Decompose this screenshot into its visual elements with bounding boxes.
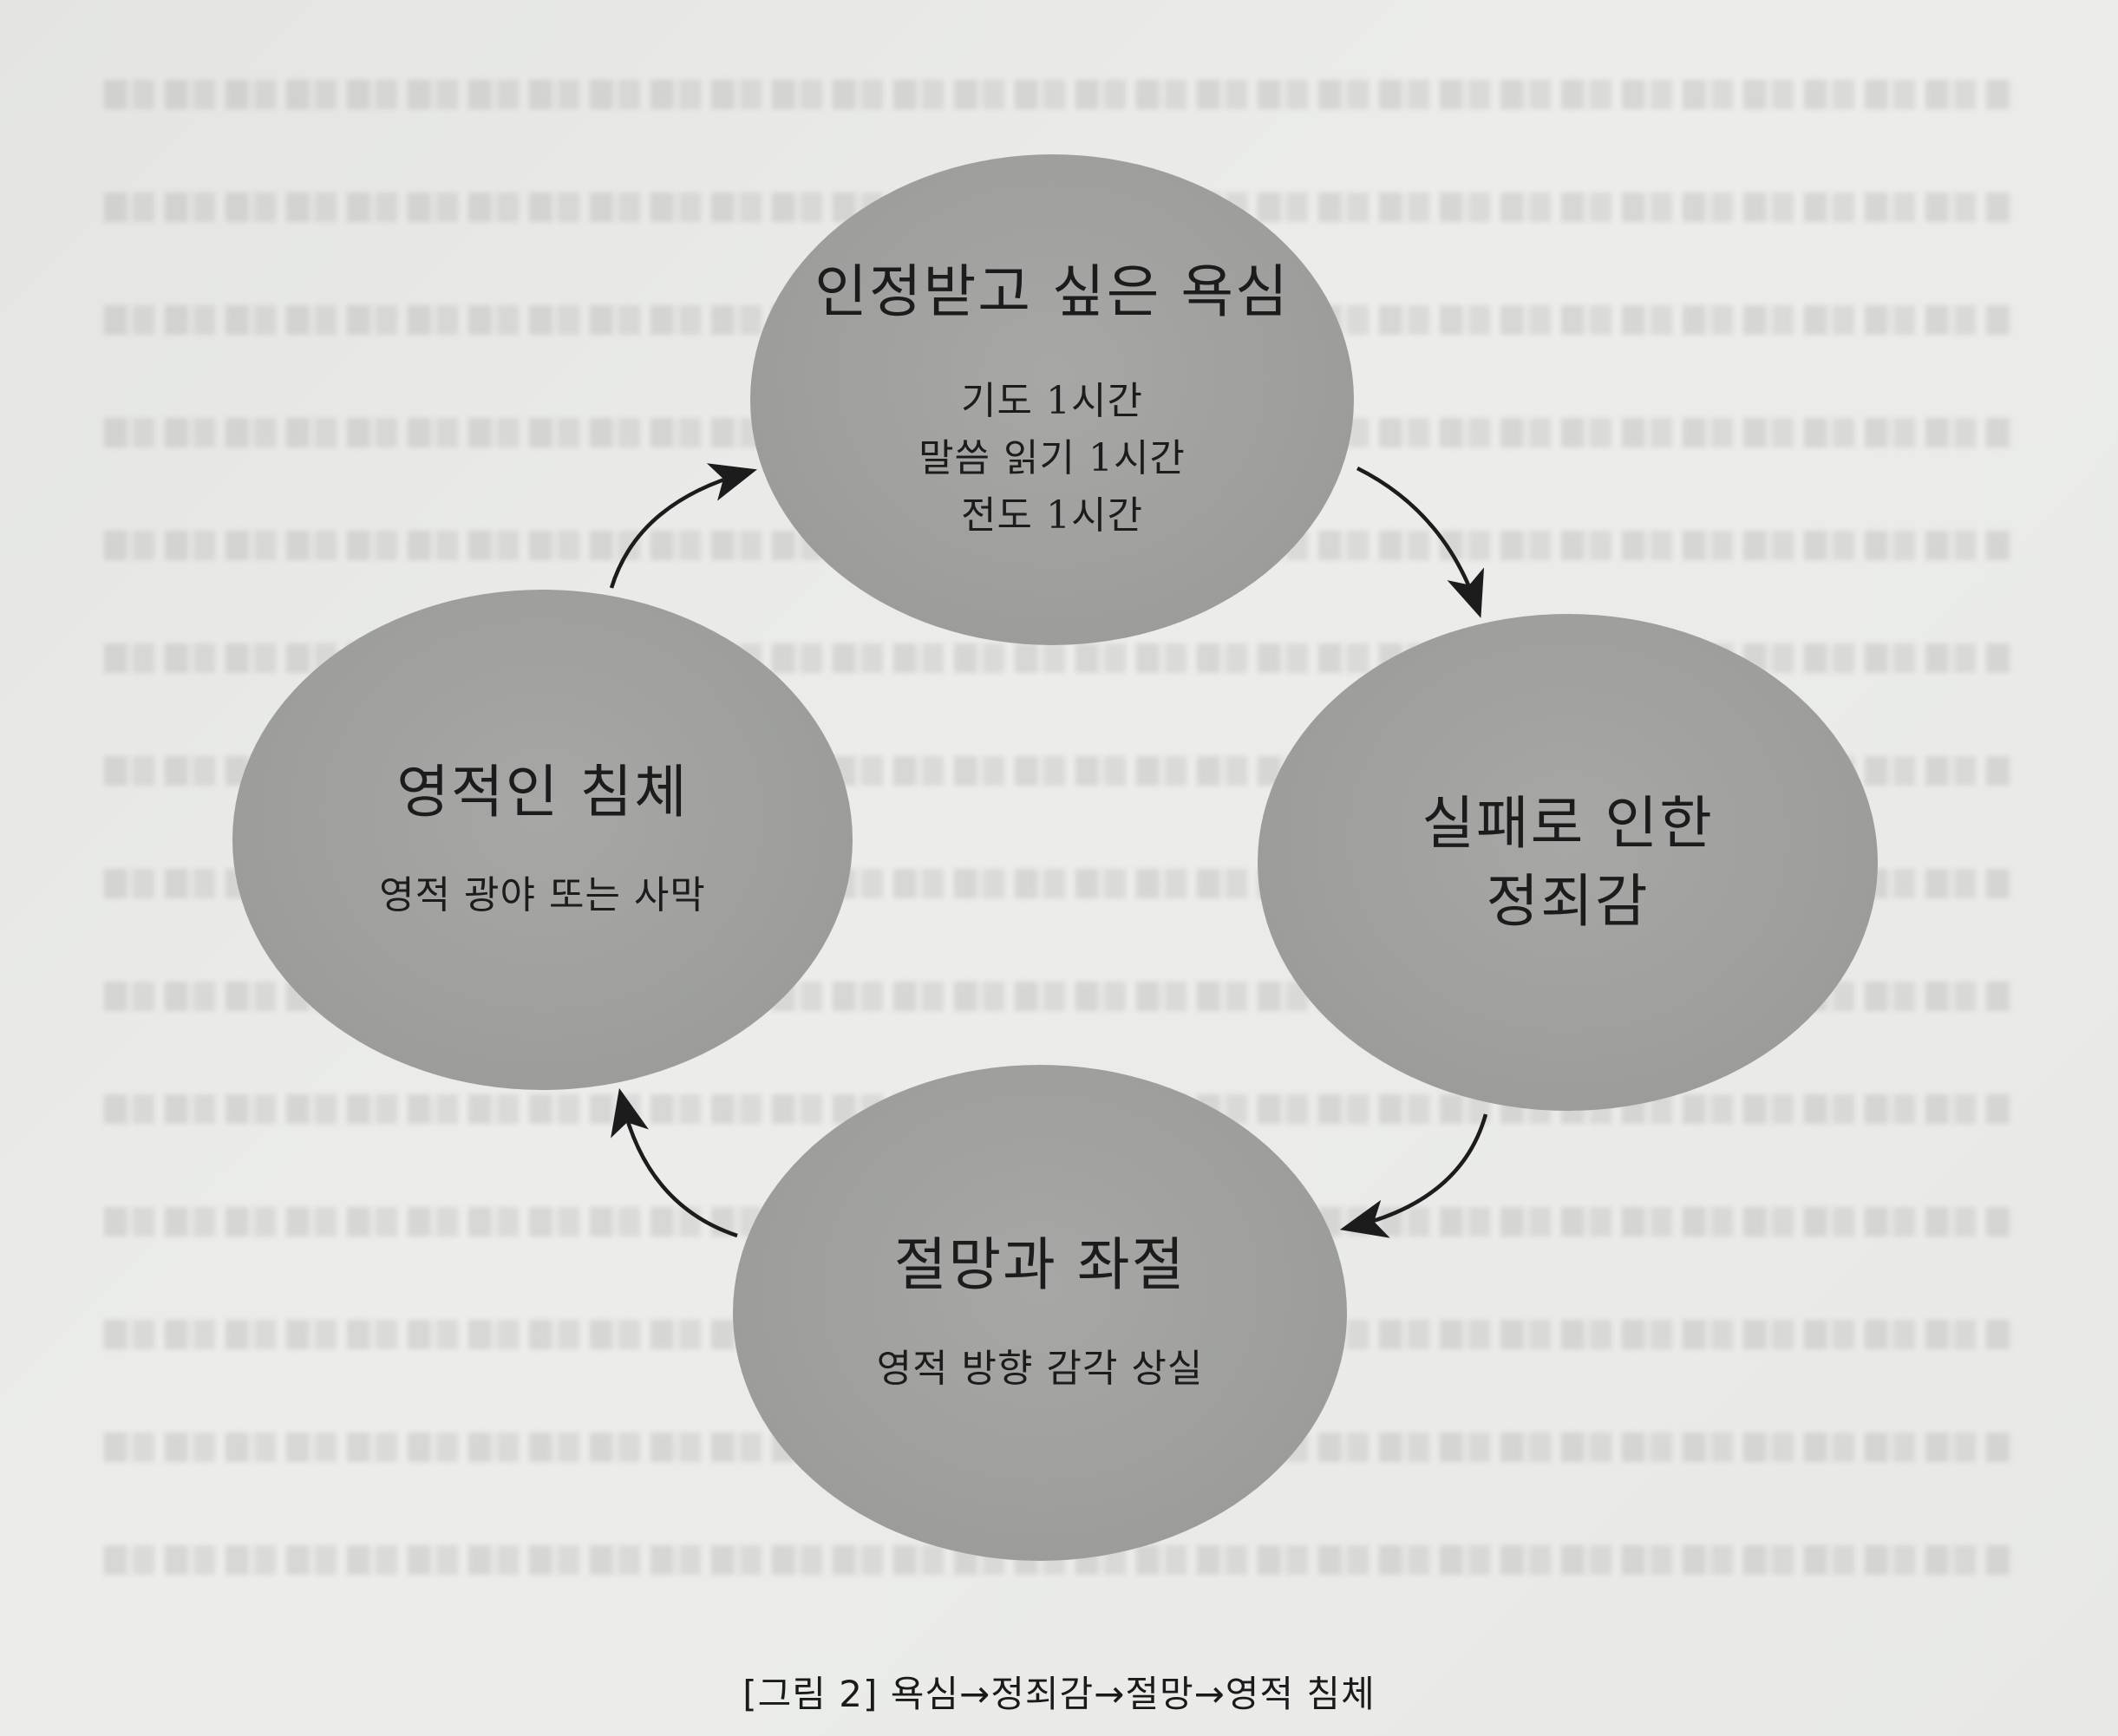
arrow-bottom-to-left: [611, 1087, 738, 1238]
node-desire-title: 인정받고 싶은 욕심: [814, 258, 1290, 326]
bleed-through-line: [104, 80, 2012, 109]
node-despair-title: 절망과 좌절: [893, 1231, 1186, 1299]
arrow-top-to-right: [1356, 466, 1485, 618]
node-despair: 절망과 좌절 영적 방향 감각 상실: [733, 1065, 1347, 1561]
node-despair-detail: 영적 방향 감각 상실: [876, 1346, 1204, 1391]
arrow-right-to-bottom: [1339, 1113, 1488, 1238]
arrow-left-to-top: [609, 463, 757, 589]
node-guilt: 실패로 인한 정죄감: [1258, 614, 1878, 1111]
node-stagnation: 영적인 침체 영적 광야 또는 사막: [232, 590, 853, 1090]
node-desire-detail: 기도 1시간 말씀 읽기 1시간 전도 1시간: [918, 378, 1186, 538]
node-desire: 인정받고 싶은 욕심 기도 1시간 말씀 읽기 1시간 전도 1시간: [750, 154, 1354, 645]
node-stagnation-title: 영적인 침체: [396, 758, 689, 826]
node-guilt-title: 실패로 인한 정죄감: [1422, 790, 1714, 935]
figure-caption: [그림 2] 욕심→정죄감→절망→영적 침체: [742, 1673, 1376, 1715]
node-stagnation-detail: 영적 광야 또는 사막: [379, 873, 706, 918]
